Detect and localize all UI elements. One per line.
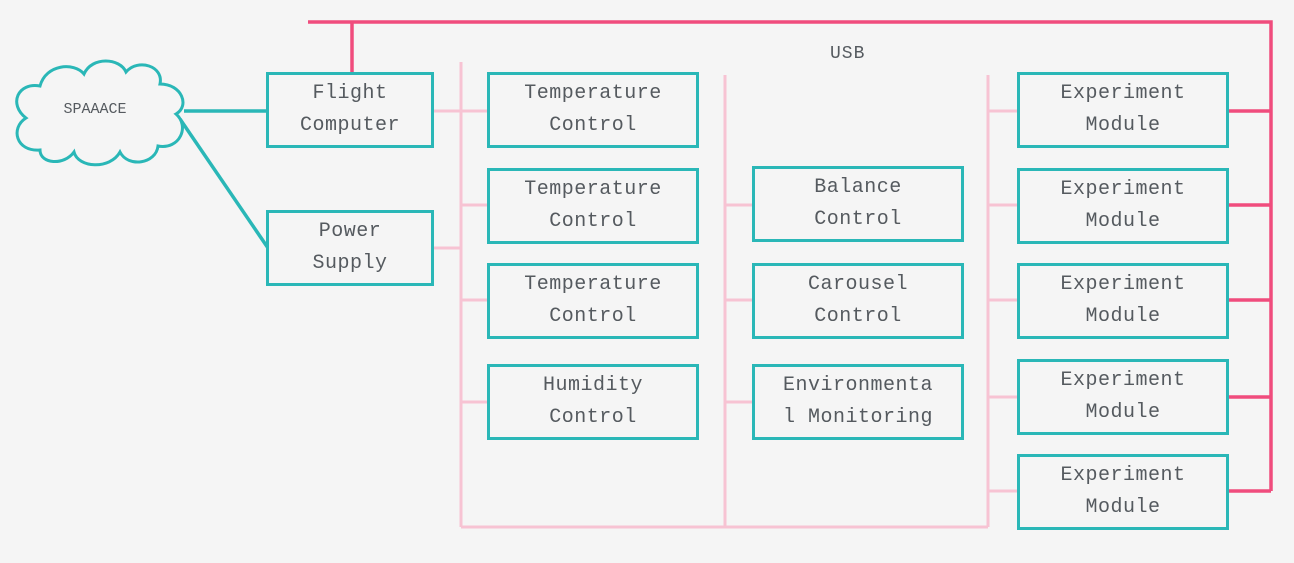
node-label-line2: Control (814, 305, 902, 328)
link-cloud-power-supply (178, 118, 270, 249)
cloud-links (178, 109, 270, 249)
usb-bus (308, 20, 1273, 493)
spaaace-cloud (15, 59, 185, 167)
node-label-line1: Experiment (1060, 369, 1186, 392)
node-label-line2: Control (549, 305, 637, 328)
node-label-line2: Module (1085, 496, 1161, 519)
usb-main-line (308, 20, 1273, 491)
node-label-line2: Control (549, 406, 637, 429)
node-label-line1: Experiment (1060, 178, 1186, 201)
node-label-line2: Computer (299, 114, 400, 137)
node-label-line1: Experiment (1060, 82, 1186, 105)
node-label-line1: Temperature (524, 273, 662, 296)
node-label-line2: Control (814, 208, 902, 231)
node-label-line1: Experiment (1060, 464, 1186, 487)
node-label-line1: Temperature (524, 178, 662, 201)
internal-bus (433, 62, 1018, 529)
node-label-line2: Module (1085, 210, 1161, 233)
node-label-line1: Power (318, 220, 382, 243)
node-label-line2: Control (549, 114, 637, 137)
node-label-line2: Module (1085, 114, 1161, 137)
node-label-line1: Experiment (1060, 273, 1186, 296)
environmental-monitoring-node: Environmenta l Monitoring (752, 364, 964, 440)
node-label-line1: Flight (312, 82, 388, 105)
node-label-line2: Supply (312, 252, 388, 275)
node-label-line1: Humidity (542, 374, 643, 397)
node-label-line2: l Monitoring (782, 406, 934, 429)
node-label-line1: Balance (814, 176, 902, 199)
node-label-line1: Carousel (807, 273, 908, 296)
node-label-line2: Control (549, 210, 637, 233)
node-label-line2: Module (1085, 305, 1161, 328)
cloud-label: SPAAACE (63, 101, 127, 118)
node-label-line1: Environmenta (782, 374, 934, 397)
usb-label: USB (830, 44, 866, 64)
node-label-line2: Module (1085, 401, 1161, 424)
node-label-line1: Temperature (524, 82, 662, 105)
